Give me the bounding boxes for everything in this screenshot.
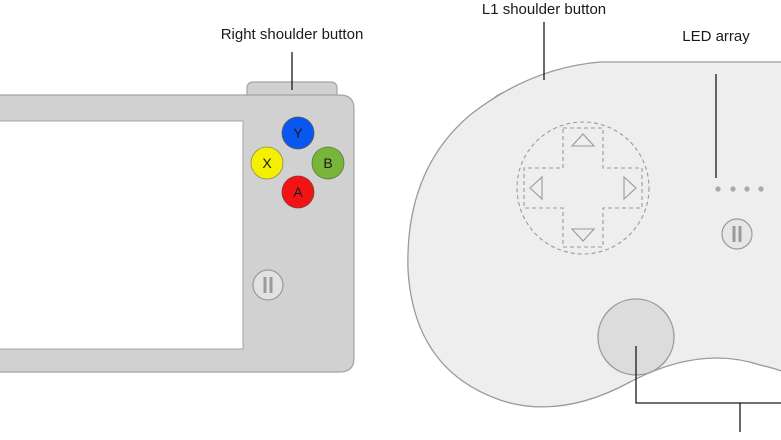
device-screen [0,120,244,350]
b-button: B [311,146,345,180]
thumbstick-leader [635,346,781,432]
y-button-label: Y [293,125,303,141]
led-array-label: LED array [682,28,750,45]
x-button: X [250,146,284,180]
y-button: Y [281,116,315,150]
a-button: A [281,175,315,209]
x-button-label: X [262,155,272,171]
b-button-label: B [323,155,332,171]
l1-shoulder-label: L1 shoulder button [482,1,606,18]
right-shoulder-label: Right shoulder button [221,26,364,43]
gamepad: L1 shoulder button LED array [407,1,781,432]
led-array [715,186,764,192]
device-controller: Y X B A Right shoulder button [0,26,364,373]
a-button-label: A [293,184,303,200]
pause-icon [252,269,284,301]
dpad-icon [516,121,650,255]
pause-icon [721,218,753,250]
